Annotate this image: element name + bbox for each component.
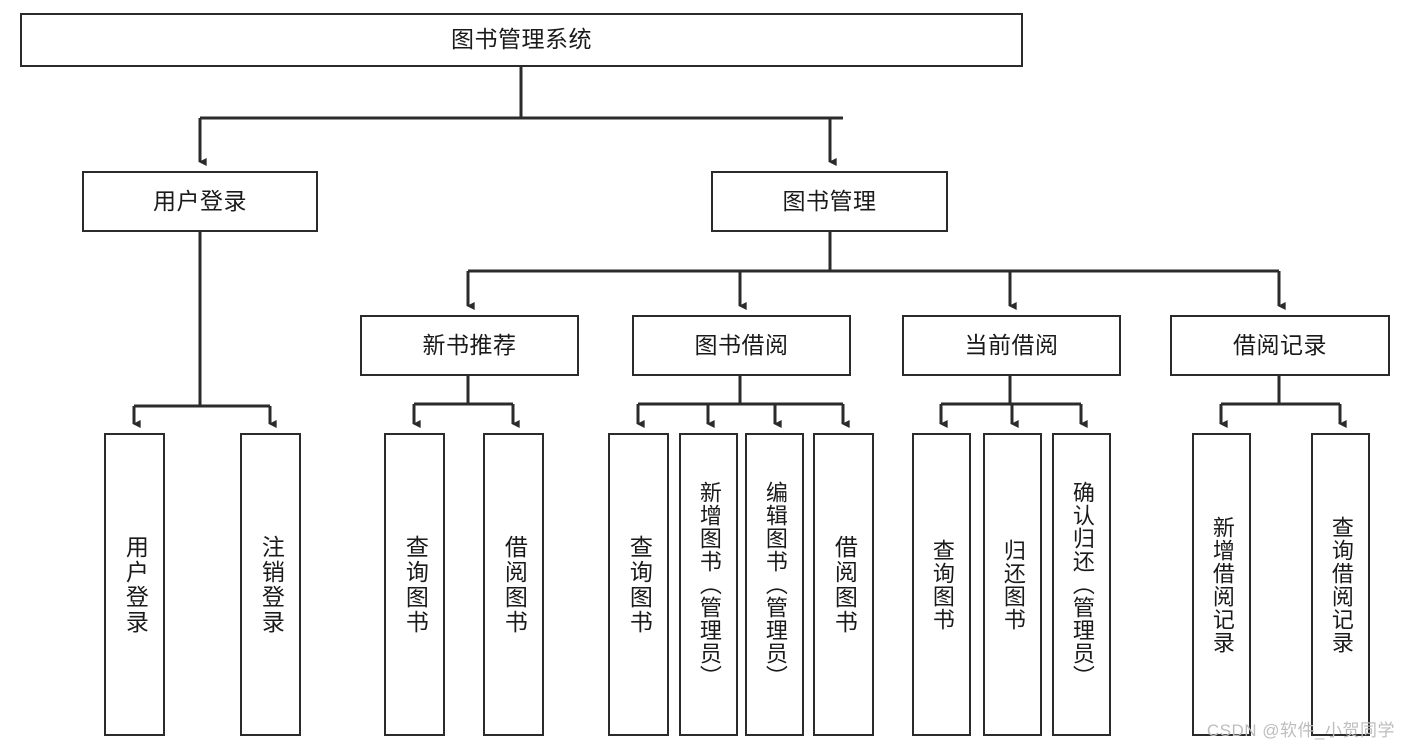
node-leaf-borrow-book-label: 借阅图书 xyxy=(831,534,858,635)
watermark-text: CSDN @软件_小贺同学 xyxy=(1206,721,1395,740)
node-book-borrow-label: 图书借阅 xyxy=(694,331,789,358)
node-borrow-record[interactable]: 借阅记录 xyxy=(1170,315,1390,376)
node-leaf-return-book-label: 归还图书 xyxy=(1000,538,1026,631)
node-leaf-add-book[interactable]: 新增图书（管理员） xyxy=(679,433,738,736)
node-leaf-query-cur[interactable]: 查询图书 xyxy=(912,433,971,736)
node-leaf-query-book-rec[interactable]: 查询图书 xyxy=(384,433,445,736)
node-leaf-borrow-book-rec-label: 借阅图书 xyxy=(501,534,528,635)
node-leaf-add-record-label: 新增借阅记录 xyxy=(1209,515,1235,654)
node-leaf-user-login-label: 用户登录 xyxy=(122,534,149,635)
node-leaf-confirm-return[interactable]: 确认归还（管理员） xyxy=(1052,433,1111,736)
node-leaf-edit-book-label: 编辑图书（管理员） xyxy=(762,481,788,688)
node-leaf-user-logout-label: 注销登录 xyxy=(258,534,285,635)
node-leaf-add-record[interactable]: 新增借阅记录 xyxy=(1192,433,1251,736)
node-current-borrow[interactable]: 当前借阅 xyxy=(902,315,1121,376)
node-leaf-query-book-rec-label: 查询图书 xyxy=(402,534,429,635)
node-root-label: 图书管理系统 xyxy=(451,26,592,53)
node-user-login-label: 用户登录 xyxy=(153,187,247,214)
node-leaf-return-book[interactable]: 归还图书 xyxy=(983,433,1042,736)
node-new-book-rec-label: 新书推荐 xyxy=(422,331,517,358)
node-leaf-user-logout[interactable]: 注销登录 xyxy=(240,433,301,736)
node-book-manage-label: 图书管理 xyxy=(782,187,877,214)
node-leaf-query-cur-label: 查询图书 xyxy=(929,538,955,631)
node-borrow-record-label: 借阅记录 xyxy=(1233,331,1327,358)
node-leaf-confirm-return-label: 确认归还（管理员） xyxy=(1069,481,1095,688)
node-book-manage[interactable]: 图书管理 xyxy=(711,171,948,232)
node-leaf-borrow-book-rec[interactable]: 借阅图书 xyxy=(483,433,544,736)
node-leaf-query-book[interactable]: 查询图书 xyxy=(608,433,669,736)
node-current-borrow-label: 当前借阅 xyxy=(964,331,1059,358)
node-book-borrow[interactable]: 图书借阅 xyxy=(632,315,851,376)
node-root[interactable]: 图书管理系统 xyxy=(20,13,1023,67)
node-leaf-add-book-label: 新增图书（管理员） xyxy=(696,481,722,688)
node-leaf-query-book-label: 查询图书 xyxy=(626,534,653,635)
node-leaf-query-record[interactable]: 查询借阅记录 xyxy=(1311,433,1370,736)
node-user-login[interactable]: 用户登录 xyxy=(82,171,318,232)
node-leaf-query-record-label: 查询借阅记录 xyxy=(1328,515,1354,654)
node-new-book-rec[interactable]: 新书推荐 xyxy=(360,315,579,376)
node-leaf-user-login[interactable]: 用户登录 xyxy=(104,433,165,736)
node-leaf-borrow-book[interactable]: 借阅图书 xyxy=(813,433,874,736)
node-leaf-edit-book[interactable]: 编辑图书（管理员） xyxy=(745,433,804,736)
